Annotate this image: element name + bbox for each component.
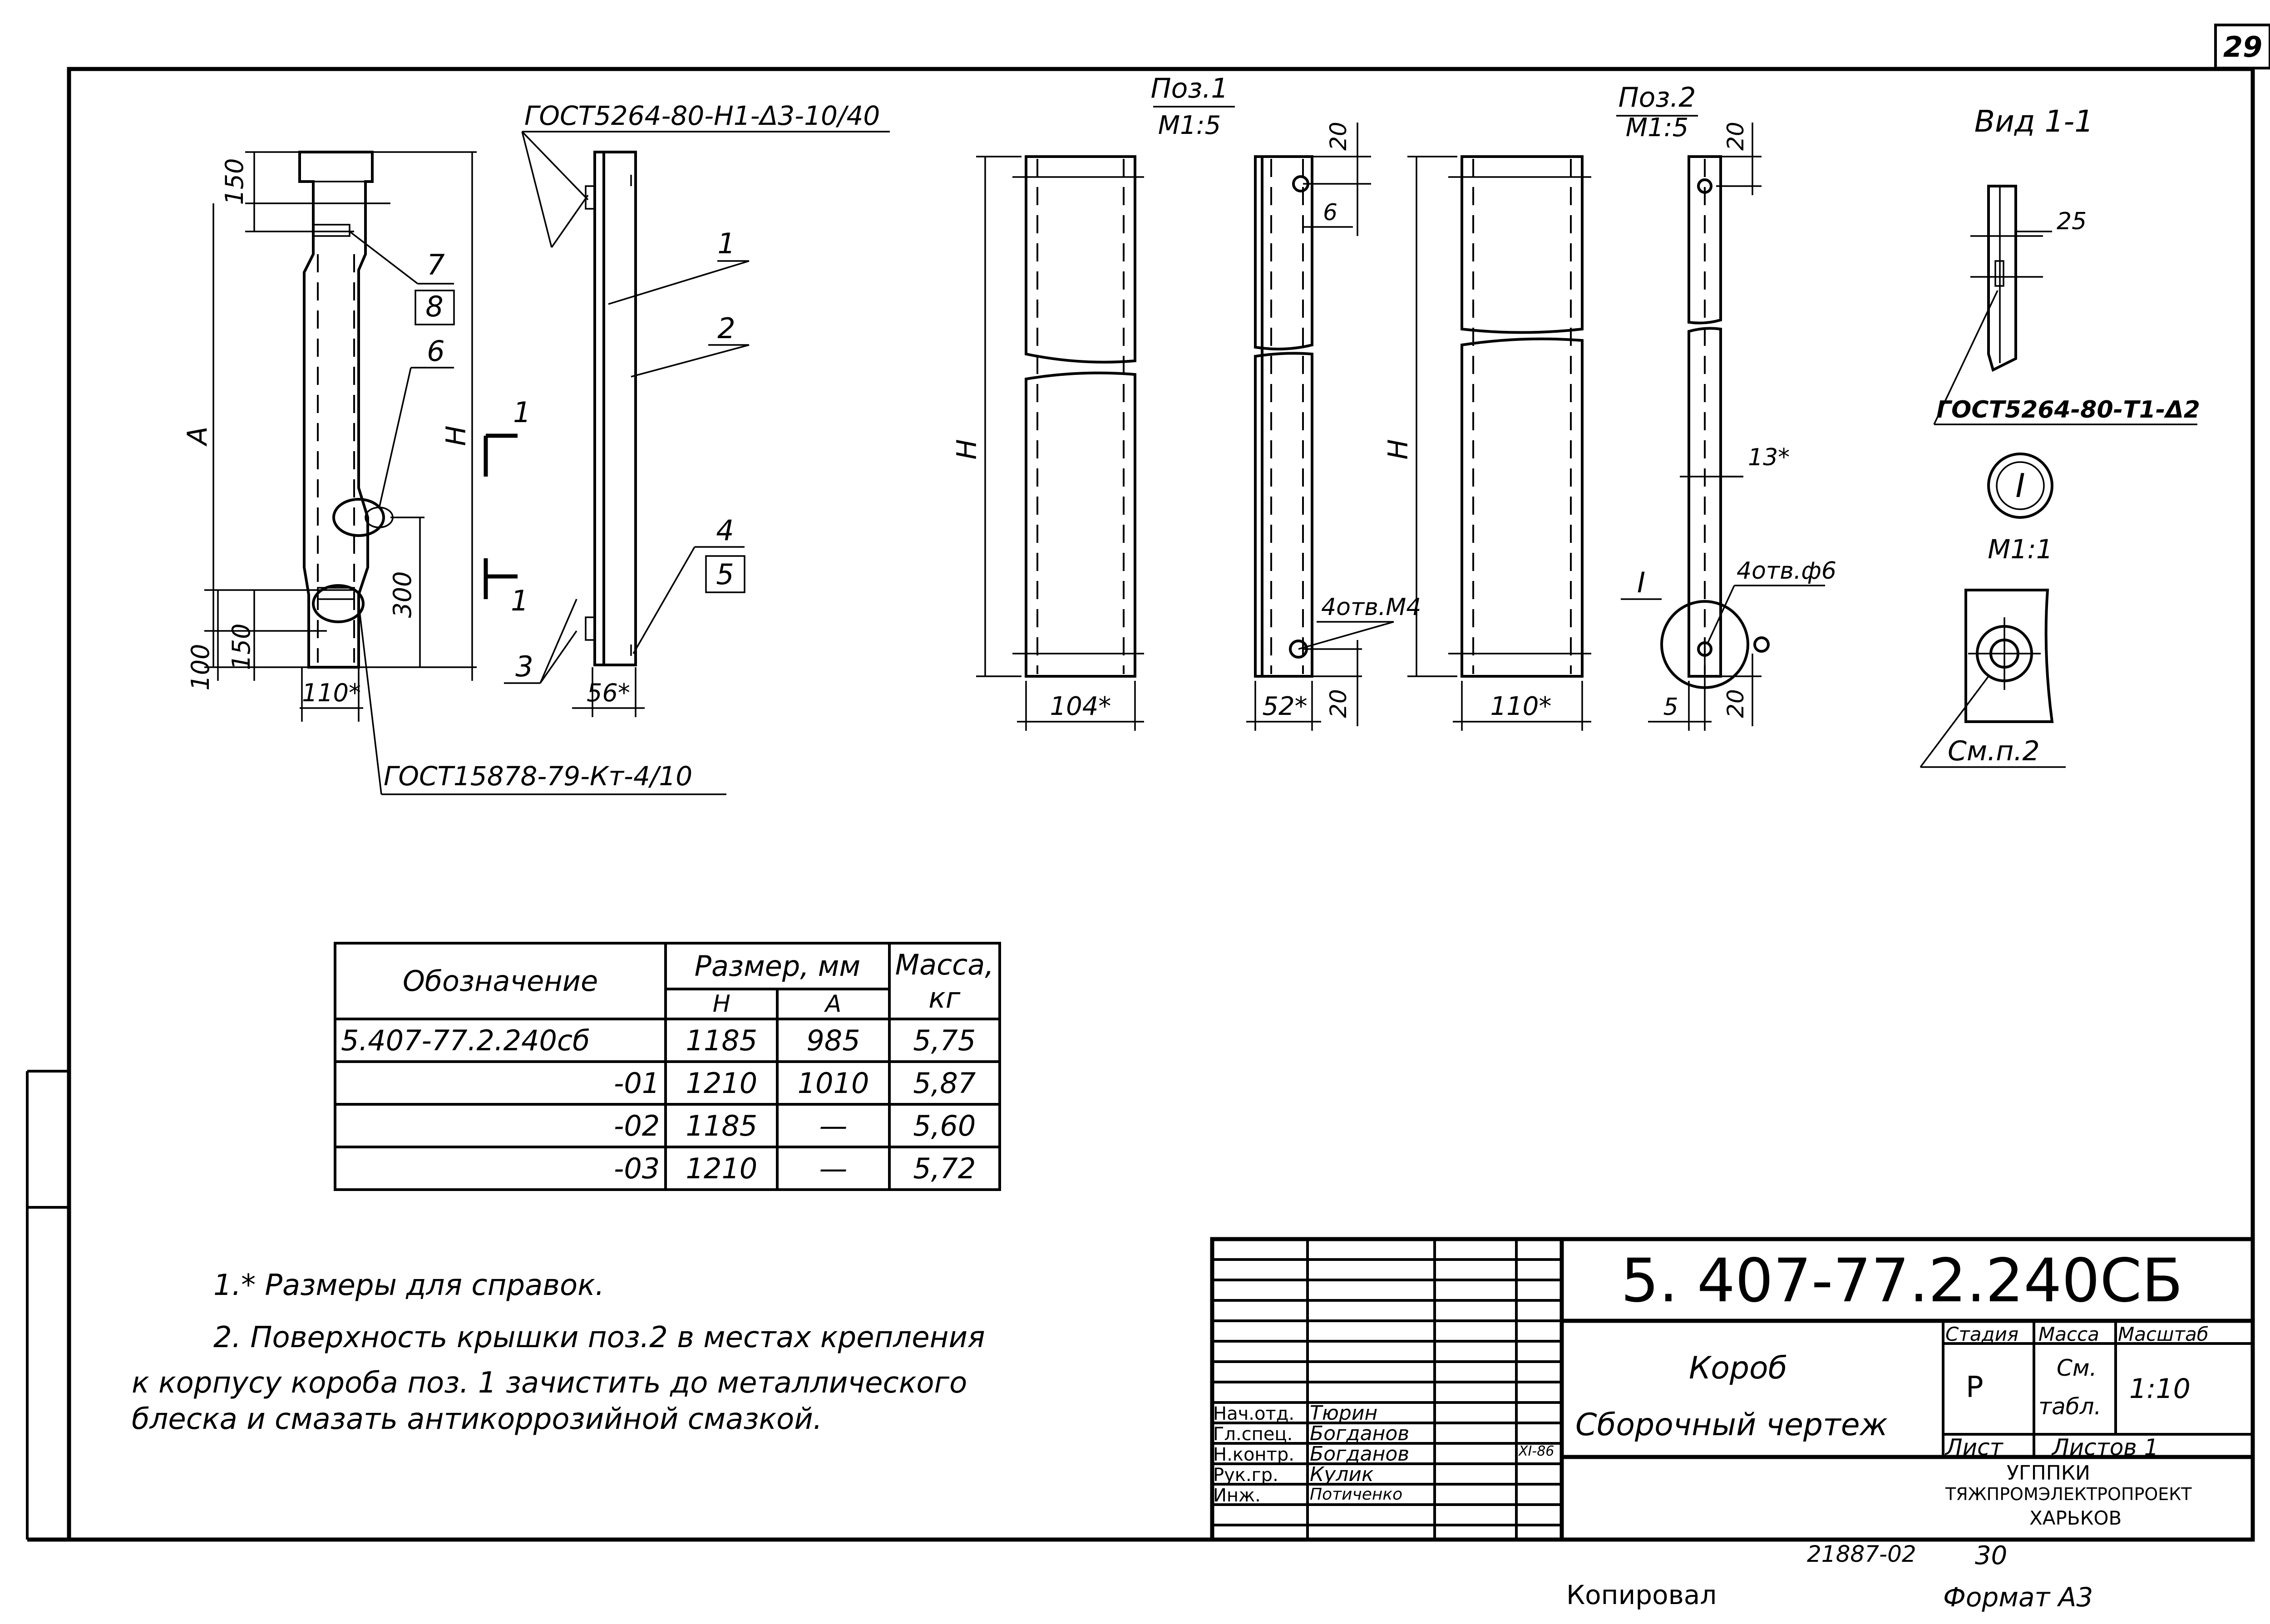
- poz2-dim-5: 5: [1663, 694, 1678, 721]
- gost-5264-top-label: ГОСТ5264-80-Н1-Δ3-10/40: [524, 100, 880, 131]
- approval-date: XI-86: [1519, 1443, 1554, 1459]
- poz2-dim-20-bottom: 20: [1722, 689, 1749, 718]
- poz2-holes-d6: 4отв.ф6: [1737, 557, 1836, 585]
- title-block-grid: [1210, 1237, 2255, 1542]
- sheet-frame: 29: [26, 24, 2270, 1542]
- inventory-number: 21887-02: [1807, 1541, 1916, 1567]
- page-number: 30: [1975, 1541, 2008, 1570]
- dim-150-bottom: 150: [227, 623, 256, 670]
- poz2-scale: М1:5: [1626, 113, 1688, 143]
- doc-name-2: Сборочный чертеж: [1575, 1407, 1888, 1443]
- poz2-drawing: Поз.2 М1:5 Н 110* I 4отв.ф6 13*: [1382, 82, 1836, 731]
- poz2-dim-13: 13*: [1748, 444, 1790, 471]
- detail-I-mark: I: [2015, 467, 2025, 505]
- stage-value: Р: [1966, 1371, 1984, 1404]
- callout-2: 2: [717, 312, 735, 345]
- callout-7: 7: [427, 248, 444, 281]
- scale-value: 1:10: [2129, 1373, 2191, 1405]
- name-3: Богданов: [1310, 1442, 1410, 1466]
- mass-header: Масса: [2038, 1323, 2099, 1345]
- note-2-line-1: 2. Поверхность крышки поз.2 в местах кре…: [213, 1321, 985, 1354]
- section-mark-top: 1: [513, 396, 531, 429]
- org-line-3: ХАРЬКОВ: [2029, 1507, 2122, 1529]
- poz1-dim-H: Н: [951, 439, 983, 459]
- name-4: Кулик: [1310, 1463, 1374, 1486]
- callout-1: 1: [717, 227, 735, 260]
- callout-6: 6: [427, 335, 444, 368]
- poz2-dim-110: 110*: [1490, 692, 1552, 721]
- poz1-holes-m4: 4отв.М4: [1321, 594, 1421, 621]
- callout-5: 5: [716, 558, 734, 591]
- view-dim-25: 25: [2057, 208, 2087, 235]
- table-row: 5.407-77.2.240сб 1185 985 5,75: [333, 1018, 1002, 1063]
- org-line-2: ТЯЖПРОМЭЛЕКТРОПРОЕКТ: [1945, 1484, 2192, 1504]
- see-note-2: См.п.2: [1948, 735, 2040, 767]
- th-size: Размер, мм: [664, 942, 891, 990]
- th-A: А: [776, 988, 891, 1020]
- mass-value-2: табл.: [2038, 1393, 2102, 1420]
- poz1-dim-20-bottom: 20: [1325, 689, 1352, 718]
- name-2: Богданов: [1310, 1422, 1410, 1445]
- dim-300: 300: [388, 571, 417, 618]
- poz2-dim-H: Н: [1382, 439, 1414, 459]
- dim-150-top: 150: [220, 158, 249, 205]
- copied-by: Копировал: [1566, 1580, 1717, 1610]
- poz1-dim-20-top: 20: [1325, 122, 1352, 151]
- poz1-dim-104: 104*: [1050, 692, 1111, 721]
- format-label: Формат А3: [1943, 1582, 2093, 1613]
- dim-100: 100: [186, 644, 215, 690]
- role-5: Инж.: [1213, 1485, 1261, 1506]
- note-1: 1.* Размеры для справок.: [213, 1269, 605, 1302]
- mass-value-1: См.: [2057, 1355, 2097, 1381]
- view-1-1-title: Вид 1-1: [1974, 104, 2094, 139]
- poz2-title: Поз.2: [1619, 82, 1696, 113]
- table-row: -01 1210 1010 5,87: [333, 1060, 1002, 1106]
- gost-15878-label: ГОСТ15878-79-Кт-4/10: [384, 761, 692, 792]
- role-2: Гл.спец.: [1213, 1424, 1293, 1445]
- assembly-front-view: 150 A Н 300 150 100 110* 7 8 6 ГОСТ15878…: [182, 151, 726, 795]
- th-designation: Обозначение: [333, 942, 667, 1020]
- role-4: Рук.гр.: [1213, 1465, 1278, 1486]
- table-row: -02 1185 — 5,60: [333, 1103, 1002, 1148]
- sheet-label: Лист: [1945, 1434, 2003, 1461]
- poz1-dim-52: 52*: [1262, 692, 1307, 721]
- th-H: Н: [664, 988, 779, 1020]
- note-2-line-3: блеска и смазать антикоррозийной смазкой…: [132, 1403, 823, 1436]
- doc-code: 5. 407-77.2.240СБ: [1621, 1246, 2183, 1316]
- sheets-label: Листов 1: [2052, 1434, 2159, 1461]
- dim-A: A: [182, 426, 213, 447]
- poz2-dim-20-top: 20: [1722, 122, 1749, 151]
- poz2-detail-mark: I: [1637, 566, 1645, 599]
- assembly-side-view: ГОСТ5264-80-Н1-Δ3-10/40 1 2 4 5 3 1 1 56…: [484, 100, 890, 717]
- dim-H: Н: [440, 425, 472, 446]
- view-1-1: Вид 1-1 25 ГОСТ5264-80-Т1-Δ2 I М1:1 См.п…: [1920, 104, 2200, 768]
- spec-table: Обозначение Размер, мм Масса, кг Н А 5.4…: [333, 942, 1002, 1191]
- dim-56: 56*: [587, 679, 630, 707]
- note-2-line-2: к корпусу короба поз. 1 зачистить до мет…: [132, 1366, 967, 1400]
- name-1: Тюрин: [1310, 1402, 1378, 1425]
- gost-5264-view-label: ГОСТ5264-80-Т1-Δ2: [1936, 396, 2200, 423]
- poz1-dim-6: 6: [1323, 199, 1337, 226]
- th-mass: Масса, кг: [888, 942, 1002, 1020]
- doc-name-1: Короб: [1689, 1350, 1787, 1386]
- scale-header: Масштаб: [2118, 1323, 2209, 1345]
- stage-header: Стадия: [1945, 1323, 2019, 1345]
- section-mark-bottom: 1: [511, 584, 528, 617]
- callout-3: 3: [515, 650, 533, 683]
- poz1-title: Поз.1: [1151, 73, 1229, 104]
- detail-scale: М1:1: [1988, 534, 2053, 565]
- org-line-1: УГППКИ: [2007, 1462, 2090, 1485]
- dim-110-asm: 110*: [302, 679, 361, 707]
- callout-4: 4: [716, 514, 734, 547]
- role-3: Н.контр.: [1213, 1444, 1294, 1465]
- table-row: -03 1210 — 5,72: [333, 1146, 1002, 1191]
- name-5: Потиченко: [1310, 1485, 1403, 1504]
- role-1: Нач.отд.: [1213, 1403, 1295, 1424]
- sheet-number: 29: [2223, 30, 2262, 64]
- poz1-scale: М1:5: [1158, 111, 1221, 140]
- callout-8: 8: [425, 290, 443, 323]
- poz1-drawing: Поз.1 М1:5 Н 104* 4отв.М4 20 6: [951, 73, 1421, 731]
